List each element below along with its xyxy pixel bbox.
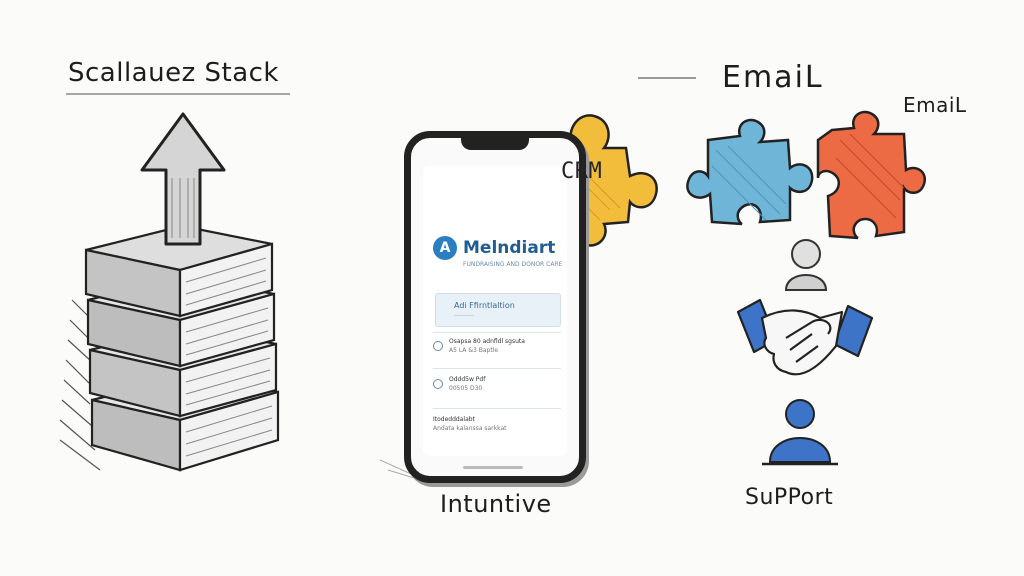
- phone-mockup: A Melndiart FUNDRAISING AND DONOR CARE A…: [404, 131, 586, 483]
- header-card-title: Adi Ffirntlaltion: [454, 301, 515, 310]
- list-item-title: Osapsa 80 adnfldl sgsuta: [449, 338, 525, 345]
- phone-screen: A Melndiart FUNDRAISING AND DONOR CARE A…: [423, 166, 567, 456]
- handshake-icon: [736, 298, 874, 376]
- puzzle-piece-icon: [816, 110, 927, 240]
- header-card[interactable]: Adi Ffirntlaltion ————: [435, 293, 561, 327]
- book-stack-icon: [59, 224, 280, 472]
- intuitive-caption: Intuntive: [440, 490, 552, 518]
- info-icon: [433, 379, 443, 389]
- support-caption: SuPPort: [745, 485, 834, 510]
- divider: [433, 332, 561, 333]
- list-item[interactable]: Osapsa 80 adnfldl sgsuta A5 LA &3 Baptle: [433, 338, 561, 360]
- list-item-title: Itodedddalabt: [433, 416, 475, 423]
- brand-tagline: FUNDRAISING AND DONOR CARE: [463, 261, 563, 268]
- email-subtitle: EmaiL: [903, 93, 967, 117]
- arrow-up-icon: [140, 112, 226, 246]
- brand-row: A Melndiart: [433, 236, 555, 260]
- crm-label: CRM: [561, 159, 603, 184]
- phone-notch: [461, 136, 529, 150]
- list-item-subtitle: A5 LA &3 Baptle: [449, 347, 499, 354]
- puzzle-piece-icon: [686, 118, 814, 226]
- list-item-subtitle: Andata kalanssa sarkkat: [433, 425, 507, 432]
- info-icon: [433, 341, 443, 351]
- list-item[interactable]: Itodedddalabt Andata kalanssa sarkkat: [433, 416, 561, 438]
- email-dash: [638, 77, 696, 79]
- list-item[interactable]: Oddd5w Pdf 00505 D30: [433, 376, 561, 398]
- email-title: EmaiL: [722, 60, 824, 95]
- brand-logo-icon: A: [433, 236, 457, 260]
- list-item-title: Oddd5w Pdf: [449, 376, 486, 383]
- list-item-subtitle: 00505 D30: [449, 385, 483, 392]
- stack-title: Scallauez Stack: [68, 58, 279, 88]
- header-card-subtitle: ————: [454, 313, 474, 319]
- person-icon: [784, 239, 828, 291]
- home-indicator: [463, 466, 523, 469]
- brand-name: Melndiart: [463, 238, 556, 258]
- divider: [433, 368, 561, 369]
- divider: [433, 408, 561, 409]
- person-icon: [762, 399, 838, 466]
